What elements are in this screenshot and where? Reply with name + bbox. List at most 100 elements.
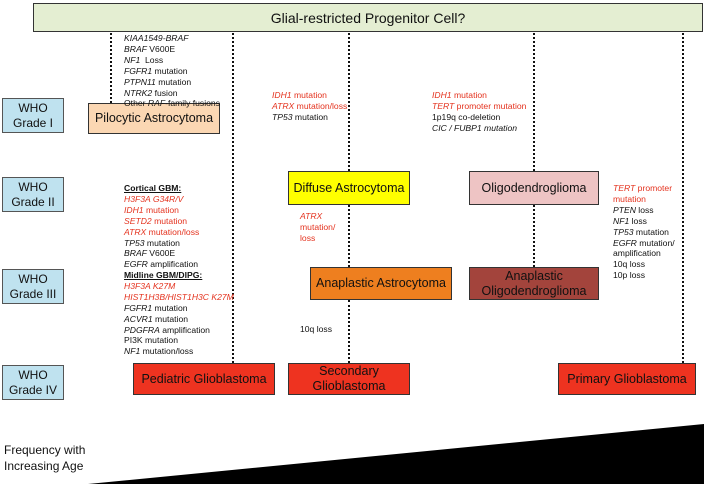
alteration-text: mutation: [152, 65, 188, 76]
alteration-text: fusion: [152, 87, 178, 98]
alteration-text: mutation: [143, 204, 179, 215]
gene-name: IDH1: [272, 90, 292, 100]
alteration-text: mutation: [155, 76, 192, 87]
gene-name: IDH1: [432, 90, 452, 100]
alteration-text: -family fusions: [165, 98, 220, 109]
cortical-gbm-alterations: Cortical GBM: H3F3A G34R/V IDH1 mutation…: [124, 183, 199, 270]
atrx-progression-alterations: ATRX mutation/ loss: [300, 211, 335, 244]
tumor-label: Glioblastoma: [312, 379, 386, 393]
tumor-label: Secondary: [319, 364, 379, 378]
gene-name: BRAF: [124, 248, 147, 259]
grade-i-box: WHO Grade I: [2, 98, 64, 133]
astrocytoma-alterations: IDH1 mutation ATRX mutation/loss TP53 mu…: [272, 90, 347, 123]
cortical-gbm-header: Cortical GBM:: [124, 183, 182, 193]
gene-name: EGFR: [613, 237, 637, 248]
gene-name: NF1: [124, 54, 141, 65]
gene-name: TERT: [613, 183, 636, 193]
grade-label: Grade I: [12, 115, 54, 130]
primary-gbm-alterations: TERT promoter mutation PTEN loss NF1 los…: [613, 183, 675, 281]
progenitor-box: Glial-restricted Progenitor Cell?: [33, 3, 703, 32]
lineage-line-oligo-progression: [533, 205, 535, 267]
gene-name: EGFR: [124, 259, 148, 270]
secondary-gbm-alteration: 10q loss: [300, 324, 332, 335]
tumor-label: Diffuse Astrocytoma: [293, 180, 405, 195]
pilocytic-alterations: KIAA1549-BRAF BRAF V600E NF1 Loss FGFR1 …: [124, 33, 220, 109]
lineage-line-secondary: [348, 300, 350, 363]
grade-label: WHO: [18, 100, 48, 115]
gene-name: NTRK2: [124, 87, 153, 98]
secondary-glioblastoma-box: Secondary Glioblastoma: [288, 363, 410, 395]
oligodendroglioma-alterations: IDH1 mutation TERT promoter mutation 1p1…: [432, 90, 526, 134]
midline-gbm-header: Midline GBM/DIPG:: [124, 270, 203, 280]
tumor-label: Anaplastic: [505, 268, 563, 283]
pilocytic-astrocytoma-box: Pilocytic Astrocytoma: [88, 103, 220, 134]
alteration-text: amplification: [613, 248, 661, 259]
alteration-text: mutation: [152, 313, 189, 324]
alteration-text: Loss: [140, 54, 164, 65]
gene-name: TP53: [613, 226, 634, 237]
grade-label: Grade II: [11, 194, 55, 209]
alteration-text: mutation: [292, 111, 328, 122]
alteration-text: mutation: [451, 90, 487, 100]
midline-gbm-alterations: Midline GBM/DIPG: H3F3A K27M HIST1H3B/HI…: [124, 270, 234, 357]
gene-name: KIAA1549-BRAF: [124, 33, 189, 43]
lineage-line-primary: [682, 33, 684, 363]
alteration-text: mutation: [613, 193, 646, 204]
frequency-label-line: Frequency with: [4, 443, 86, 457]
alteration-text: mutation: [633, 226, 669, 237]
diffuse-astrocytoma-box: Diffuse Astrocytoma: [288, 171, 410, 205]
gene-name: ATRX: [272, 100, 295, 111]
gene-name: FGFR1: [124, 65, 153, 76]
alteration-text: 10q loss: [613, 259, 646, 270]
gene-name: ACVR1: [124, 313, 153, 324]
gene-name: BRAF: [124, 43, 147, 54]
gene-name: SETD2: [124, 215, 152, 226]
lineage-line-pilocytic: [110, 33, 112, 103]
gene-name: PTEN: [613, 204, 636, 215]
lineage-line-astro-progression: [348, 205, 350, 267]
gene-name: ATRX: [124, 226, 147, 237]
gene-name: PTPN11: [124, 76, 156, 87]
alteration-text: V600E: [146, 248, 176, 259]
gene-name: TERT: [432, 100, 455, 111]
alteration-text: mutation: [291, 90, 327, 100]
lineage-line-oligo: [533, 33, 535, 171]
alteration-text: mutation: [144, 237, 180, 248]
gene-name: ATRX: [300, 211, 323, 221]
alteration-text: H3F3A K27M: [124, 280, 176, 291]
alteration-text: 10p loss: [613, 270, 646, 281]
alteration-text: H3F3A G34R/V: [124, 193, 184, 204]
grade-label: Grade III: [9, 286, 57, 301]
tumor-label: Anaplastic Astrocytoma: [316, 276, 446, 290]
alteration-text: mutation/loss: [140, 346, 194, 357]
gene-name: RAF: [147, 98, 166, 109]
tumor-label: Oligodendroglioma: [481, 283, 587, 298]
alteration-text: PI3K mutation: [124, 335, 178, 346]
tumor-label: Primary Glioblastoma: [567, 371, 687, 386]
frequency-label: Frequency with Increasing Age: [4, 442, 85, 474]
gene-name: TP53: [124, 237, 145, 248]
alteration-text: mutation/loss: [294, 100, 348, 111]
alteration-text: 1p19q co-deletion: [432, 111, 501, 122]
alteration-text: CIC / FUBP1 mutation: [432, 122, 518, 133]
alteration-text: loss: [635, 204, 654, 215]
gene-name: NF1: [613, 215, 630, 226]
alteration-text: promoter: [635, 183, 673, 193]
progenitor-label: Glial-restricted Progenitor Cell?: [270, 9, 466, 26]
pediatric-glioblastoma-box: Pediatric Glioblastoma: [133, 363, 275, 395]
gene-name: TP53: [272, 111, 293, 122]
alteration-text: mutation/loss: [146, 226, 200, 237]
gene-name: PDGFRA: [124, 324, 160, 335]
gene-name: NF1: [124, 346, 141, 357]
alteration-text: loss: [300, 232, 316, 243]
alteration-text: mutation/: [636, 237, 675, 248]
alteration-text: HIST1H3B/HIST1H3C K27M: [124, 291, 234, 302]
gene-name: IDH1: [124, 204, 144, 215]
grade-iii-box: WHO Grade III: [2, 269, 64, 304]
frequency-wedge-shape: [88, 424, 704, 484]
anaplastic-oligodendroglioma-box: Anaplastic Oligodendroglioma: [469, 267, 599, 300]
alteration-text: V600E: [146, 43, 176, 54]
alteration-text: amplification: [147, 259, 199, 270]
grade-label: WHO: [18, 179, 48, 194]
